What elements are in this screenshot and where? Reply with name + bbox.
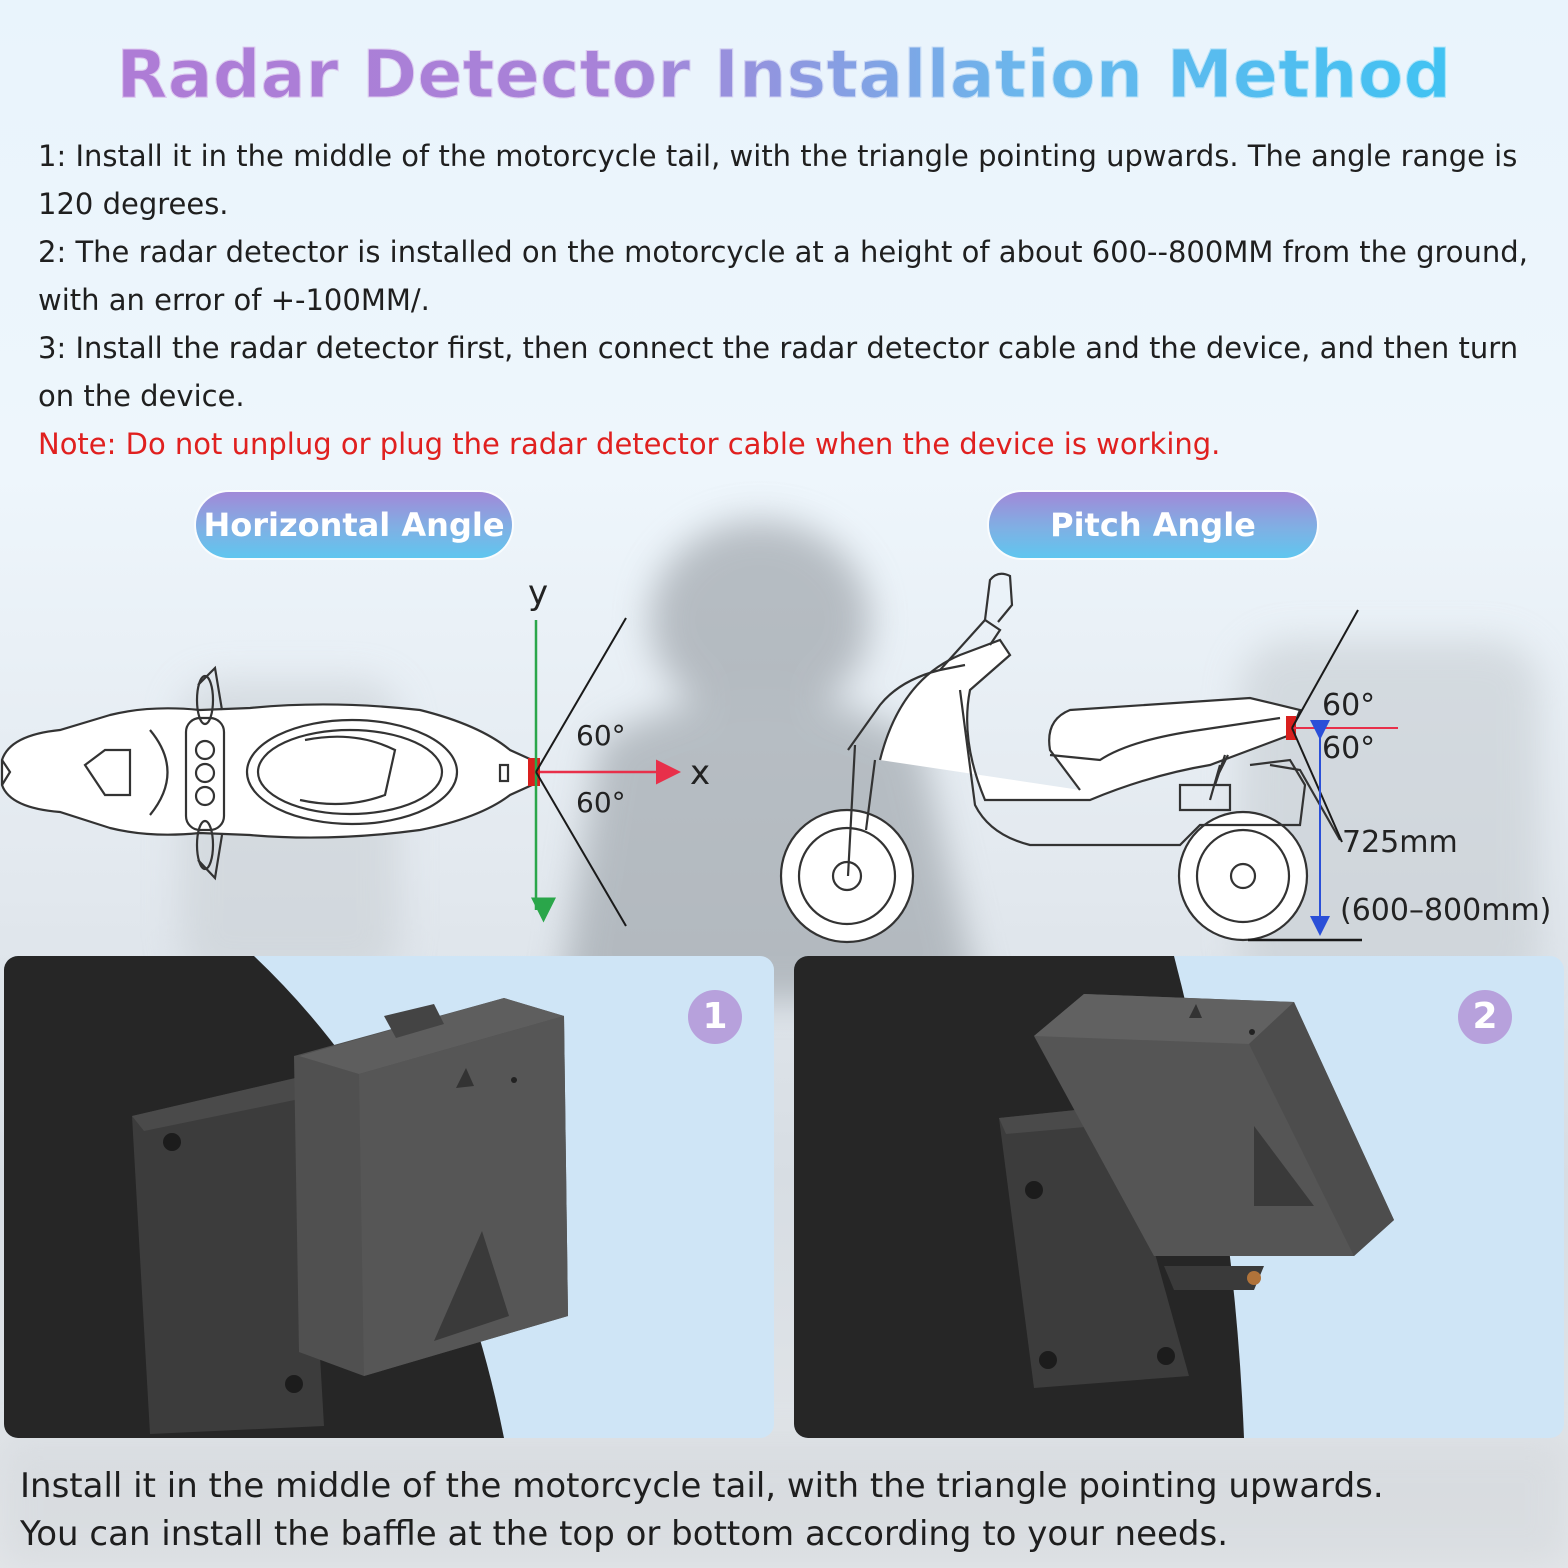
bottom-caption: Install it in the middle of the motorcyc… <box>20 1462 1550 1558</box>
device-illustration-1 <box>4 956 568 1438</box>
horizontal-angle-top: 60° <box>576 719 626 752</box>
step-2: 2: The radar detector is installed on th… <box>38 235 1528 317</box>
height-value: 725mm <box>1342 825 1458 860</box>
step-1: 1: Install it in the middle of the motor… <box>38 139 1518 221</box>
x-axis-label: x <box>690 753 710 793</box>
sensor-marker-side <box>1286 716 1296 740</box>
install-photo-1: 1 <box>4 956 774 1438</box>
device-illustration-2 <box>794 956 1394 1438</box>
angle-boundary-bottom <box>535 771 627 927</box>
step-badge-2: 2 <box>1458 990 1512 1044</box>
sensor-marker-top <box>528 758 540 786</box>
install-photo-2: 2 <box>794 956 1564 1438</box>
instruction-steps: 1: Install it in the middle of the motor… <box>38 132 1558 468</box>
caption-line-1: Install it in the middle of the motorcyc… <box>20 1466 1384 1506</box>
angle-boundary-top <box>535 617 627 773</box>
horizontal-angle-label: Horizontal Angle <box>196 492 512 558</box>
angle-diagrams: y x 60° 60° 60° 60° 725mm (600–800mm) <box>0 572 1551 944</box>
scooter-side-view-drawing <box>779 572 1341 944</box>
pitch-angle-top: 60° <box>1322 688 1375 723</box>
step-badge-1: 1 <box>688 990 742 1044</box>
caption-line-2: You can install the baffle at the top or… <box>20 1514 1229 1554</box>
horizontal-angle-bottom: 60° <box>576 786 626 819</box>
step-3: 3: Install the radar detector first, the… <box>38 331 1519 413</box>
warning-note: Note: Do not unplug or plug the radar de… <box>38 427 1221 461</box>
scooter-top-view-drawing <box>0 665 534 881</box>
pitch-boundary-top <box>1291 609 1359 729</box>
y-axis-label: y <box>528 573 548 613</box>
pitch-angle-bottom: 60° <box>1322 731 1375 766</box>
page-title: Radar Detector Installation Method <box>0 36 1568 114</box>
pitch-angle-label: Pitch Angle <box>989 492 1317 558</box>
height-range: (600–800mm) <box>1340 893 1551 928</box>
